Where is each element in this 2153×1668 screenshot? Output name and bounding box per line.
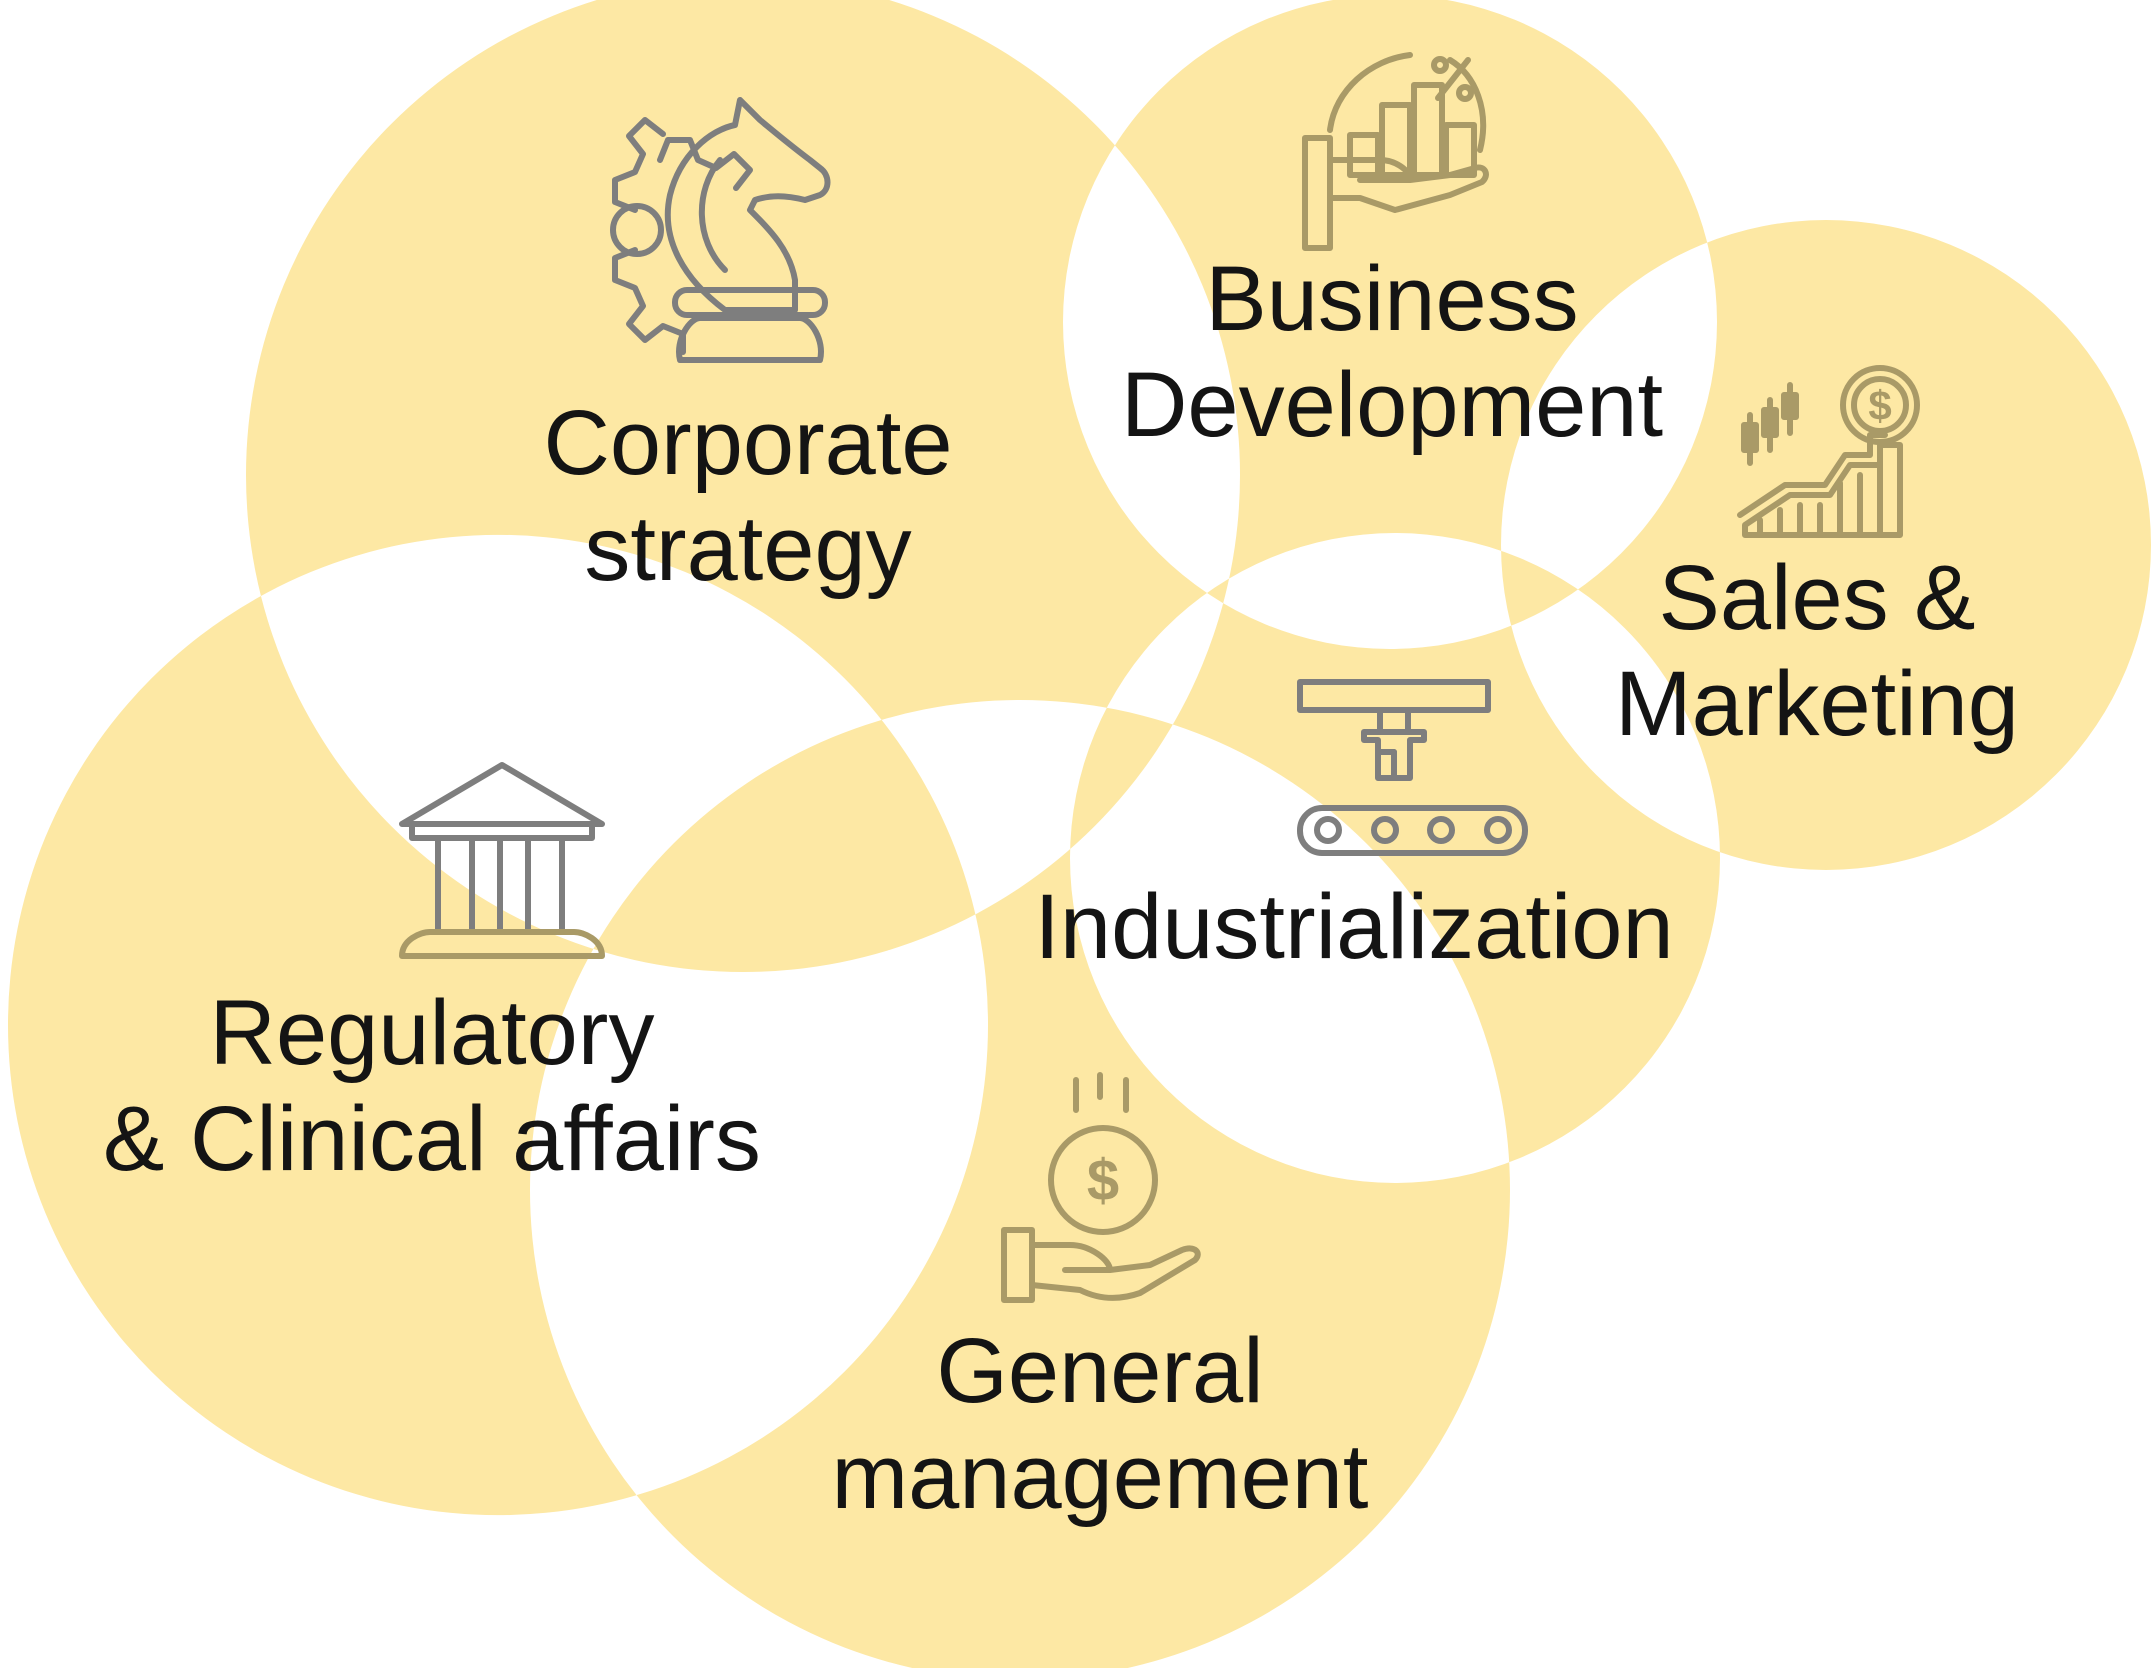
label-line: Business (1205, 248, 1579, 350)
label-industrialization: Industrialization (1034, 874, 1673, 980)
label-line: Regulatory (209, 982, 655, 1084)
label-line: Industrialization (1034, 876, 1674, 978)
label-sales-marketing: Sales & Marketing (1615, 545, 2019, 757)
label-line: Marketing (1615, 653, 2019, 755)
courthouse-columns-icon (399, 762, 605, 959)
label-line: Corporate (543, 392, 953, 494)
label-line: & Clinical affairs (103, 1088, 761, 1190)
label-line: Development (1120, 354, 1664, 456)
label-line: management (831, 1426, 1369, 1528)
circles-layer (8, 0, 2151, 1668)
hand-dollar-coin-icon: $ (1001, 1072, 1201, 1303)
label-corporate-strategy: Corporate strategy (543, 390, 952, 602)
robot-arm-conveyor-icon (1297, 679, 1528, 856)
label-business-development: Business Development (1121, 246, 1663, 458)
svg-text:$: $ (1868, 382, 1891, 429)
label-line: strategy (584, 498, 912, 600)
label-regulatory-clinical: Regulatory & Clinical affairs (103, 980, 761, 1192)
chess-knight-gear-icon (610, 97, 831, 363)
label-line: Sales & (1658, 547, 1976, 649)
label-line: General (936, 1320, 1264, 1422)
label-general-management: General management (832, 1318, 1369, 1530)
venn-circle-union (8, 0, 2151, 1668)
hand-bar-chart-percent-icon (1302, 52, 1489, 251)
svg-text:$: $ (1087, 1148, 1119, 1213)
candlestick-growth-dollar-icon: $ (1737, 365, 1920, 538)
